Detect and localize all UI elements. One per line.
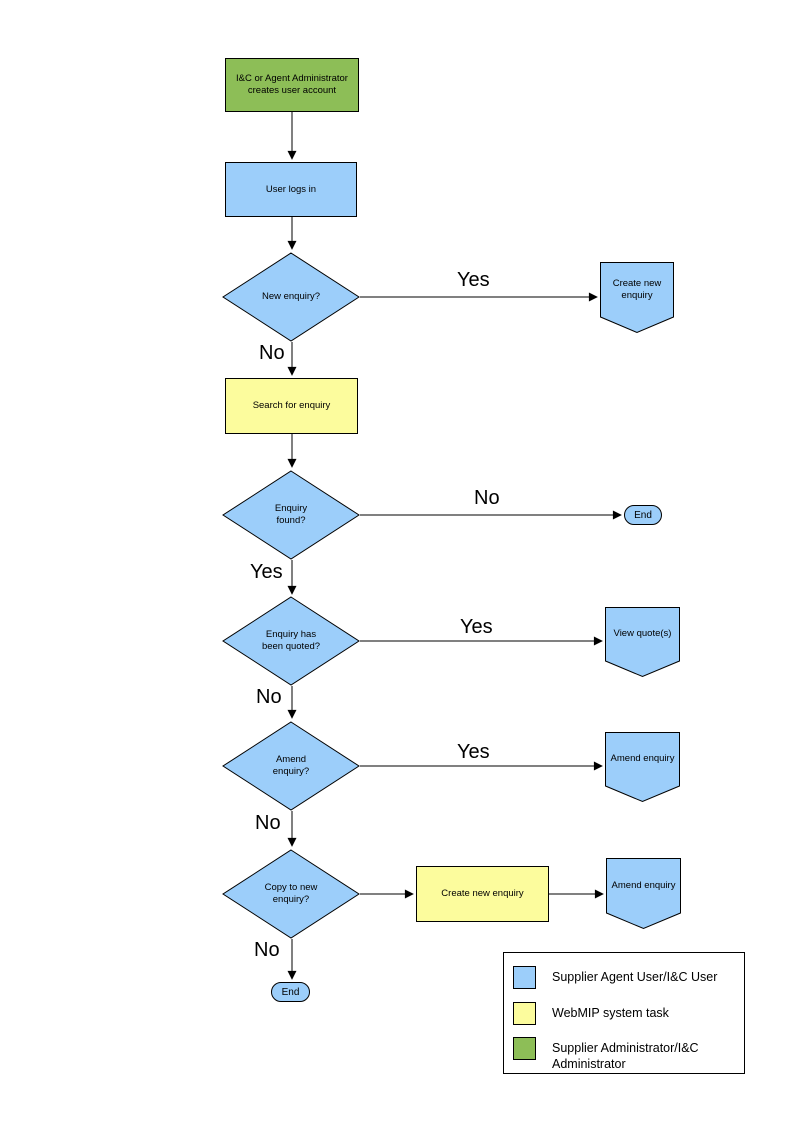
decision-amend-enquiry: Amend enquiry?: [222, 721, 360, 811]
legend-swatch-user: [513, 966, 536, 989]
decision-enquiry-found: Enquiry found?: [222, 470, 360, 560]
offpage-amend-enquiry: Amend enquiry: [605, 732, 680, 803]
legend-row-admin: Supplier Administrator/I&C Administrator: [513, 1037, 732, 1073]
offpage-amend-enquiry-label: Amend enquiry: [610, 753, 675, 765]
offpage-view-quotes-label: View quote(s): [613, 628, 672, 640]
decision-amend-enquiry-label: Amend enquiry?: [272, 754, 310, 777]
terminator-end-right: End: [624, 505, 662, 525]
decision-enquiry-quoted: Enquiry has been quoted?: [222, 596, 360, 686]
decision-enquiry-quoted-label: Enquiry has been quoted?: [261, 629, 321, 652]
legend-label-admin: Supplier Administrator/I&C Administrator: [552, 1041, 699, 1072]
edge-label-no-new-enquiry: No: [259, 342, 285, 364]
decision-new-enquiry-label: New enquiry?: [261, 291, 321, 303]
process-search-for-enquiry: Search for enquiry: [225, 378, 358, 434]
decision-enquiry-found-label: Enquiry found?: [274, 503, 308, 526]
legend-label-system: WebMIP system task: [552, 1006, 669, 1020]
legend-row-system: WebMIP system task: [513, 1002, 732, 1025]
offpage-create-new-enquiry-label: Create new enquiry: [612, 277, 662, 301]
edge-label-yes-enquiry-quoted: Yes: [460, 616, 493, 638]
legend-swatch-admin: [513, 1037, 536, 1060]
process-admin-creates-account: I&C or Agent Administrator creates user …: [225, 58, 359, 112]
offpage-view-quotes: View quote(s): [605, 607, 680, 678]
offpage-amend-enquiry-2-label: Amend enquiry: [611, 879, 676, 891]
legend-row-user: Supplier Agent User/I&C User: [513, 966, 732, 989]
legend: Supplier Agent User/I&C User WebMIP syst…: [503, 952, 745, 1074]
process-user-logs-in: User logs in: [225, 162, 357, 217]
edge-label-no-enquiry-quoted: No: [256, 686, 282, 708]
edge-label-yes-new-enquiry: Yes: [457, 269, 490, 291]
offpage-create-new-enquiry: Create new enquiry: [600, 262, 674, 334]
edge-label-no-amend-enquiry: No: [255, 812, 281, 834]
decision-copy-to-new-enquiry: Copy to new enquiry?: [222, 849, 360, 939]
edge-label-yes-amend-enquiry: Yes: [457, 741, 490, 763]
edge-label-no-copy-to-new: No: [254, 939, 280, 961]
terminator-end-bottom: End: [271, 982, 310, 1002]
process-create-new-enquiry: Create new enquiry: [416, 866, 549, 922]
legend-swatch-system: [513, 1002, 536, 1025]
decision-new-enquiry: New enquiry?: [222, 252, 360, 342]
legend-label-user: Supplier Agent User/I&C User: [552, 970, 718, 984]
offpage-amend-enquiry-2: Amend enquiry: [606, 858, 681, 930]
decision-copy-to-new-enquiry-label: Copy to new enquiry?: [264, 882, 318, 905]
edge-label-no-enquiry-found: No: [474, 487, 500, 509]
edge-label-yes-enquiry-found: Yes: [250, 561, 283, 583]
